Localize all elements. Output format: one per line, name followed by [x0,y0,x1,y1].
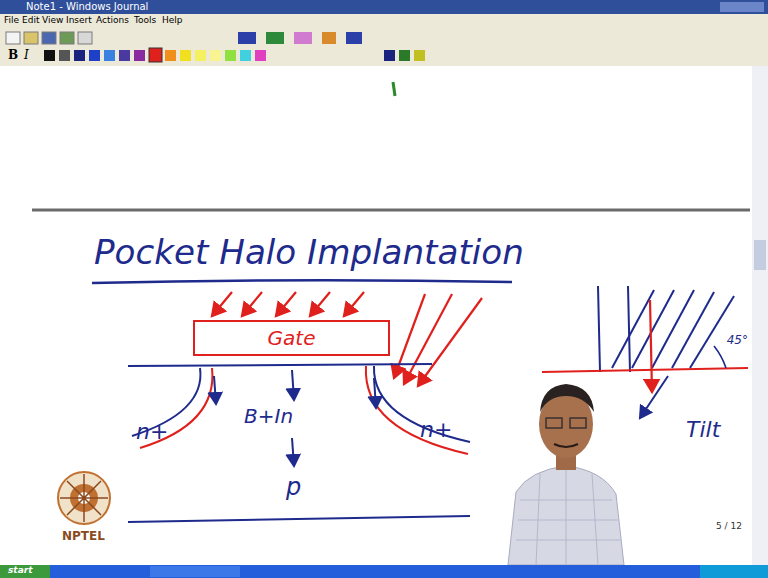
dopant-label: B+In [244,405,293,427]
substrate-label: p [286,474,301,500]
angle-label: 45° [727,334,748,347]
title-underline [92,280,512,283]
mosfet-cross-section [128,364,470,522]
menu-item: Actions [96,16,129,26]
start-label: start [8,566,32,576]
scroll-thumb [754,240,766,270]
region-label: n+ [136,420,168,444]
menu-item: Help [162,16,183,26]
logo-text: NPTEL [62,530,105,543]
menu-bar [0,14,768,28]
page-area [0,66,768,565]
toolbar-icons [6,32,362,44]
ink-mark [393,82,395,96]
start-button [0,565,50,578]
gate-label: Gate [268,326,316,350]
menu-item: Insert [66,16,92,26]
tilt-label: Tilt [686,418,720,442]
page-separator [32,209,750,212]
italic-button: I [24,49,29,62]
color-swatches [44,48,425,62]
window-buttons [720,2,764,12]
scrollbar [752,66,768,565]
diagram-title: Pocket Halo Implantation [94,234,524,272]
window-title: Note1 - Windows Journal [26,1,148,12]
presenter [508,384,624,565]
page-number: 5 / 12 [716,522,742,532]
bold-button: B [8,49,18,62]
menu-item: View [42,16,63,26]
tray [700,565,768,578]
nptel-logo [58,472,110,524]
menu-item: Edit [22,16,39,26]
gate-box: Gate [193,320,390,356]
menu-item: File [4,16,19,26]
title-bar [0,0,768,14]
menu-item: Tools [134,16,156,26]
region-label: n+ [420,418,452,442]
depth-arrows [214,370,376,466]
taskbar [0,565,768,578]
task-item [150,566,240,577]
